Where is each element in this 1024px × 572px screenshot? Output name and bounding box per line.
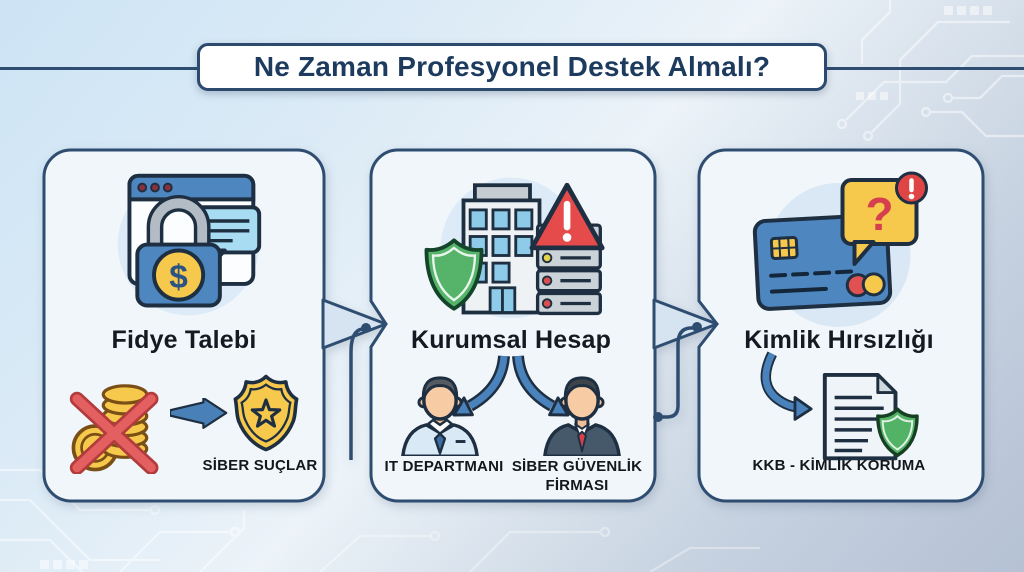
arrow-right-icon [170,398,228,429]
card-ransom: $ Fidye Talebi SİBER SUÇLAR [44,150,324,501]
small-green-shield-icon [876,407,919,458]
ransomware-browser-lock-chat-icon: $ [117,173,262,316]
cyber-crimes-label: SİBER SUÇLAR [202,457,318,474]
credit-card-question-alert-icon: ? [752,171,928,327]
circuit-pattern-bottom-middle [319,526,760,572]
card-corporate: Kurumsal Hesap IT DEPARTMANI SİBER GÜVEN… [371,150,651,501]
kkb-identity-protection-label: KKB - KİMLİK KORUMA [752,457,926,474]
split-curved-arrows-icon [452,355,570,417]
page-title: Ne Zaman Profesyonel Destek Almalı? [197,43,827,91]
dollar-glyph: $ [169,259,188,296]
security-firm-label: SİBER GÜVENLİK FİRMASI [511,458,643,494]
card-identity-title: Kimlik Hırsızlığı [744,326,934,354]
warning-triangle-icon [529,182,605,251]
card-corporate-title: Kurumsal Hesap [410,326,612,354]
document-shield-icon [822,372,919,461]
circuit-squares-bottom-left [40,560,88,569]
card-ransom-title: Fidye Talebi [111,326,257,354]
red-x-icon [69,391,159,475]
building-shield-server-warning-icon [424,177,605,319]
dollar-coin-icon [152,248,206,302]
green-shield-icon [424,238,484,311]
it-department-person-icon [401,376,479,457]
connector-trace-1 [349,323,371,460]
connector-chevron-2 [652,298,719,350]
padlock-icon: $ [135,195,222,308]
security-firm-person-icon [543,376,621,457]
it-department-label: IT DEPARTMANI [384,458,504,475]
question-glyph: ? [865,188,893,240]
badge-star [250,398,282,428]
police-badge-icon [233,374,299,452]
crossed-out-coins-icon [69,384,159,475]
card-identity: ? Kimlik Hırsızlığı KKB - KİMLİK KORUMA [699,150,979,501]
connector-trace-2 [653,322,702,422]
alert-badge-icon [895,171,928,205]
page-title-text: Ne Zaman Profesyonel Destek Almalı? [253,51,771,82]
circuit-squares-top-right [856,6,992,100]
curved-arrow-icon [760,351,813,421]
